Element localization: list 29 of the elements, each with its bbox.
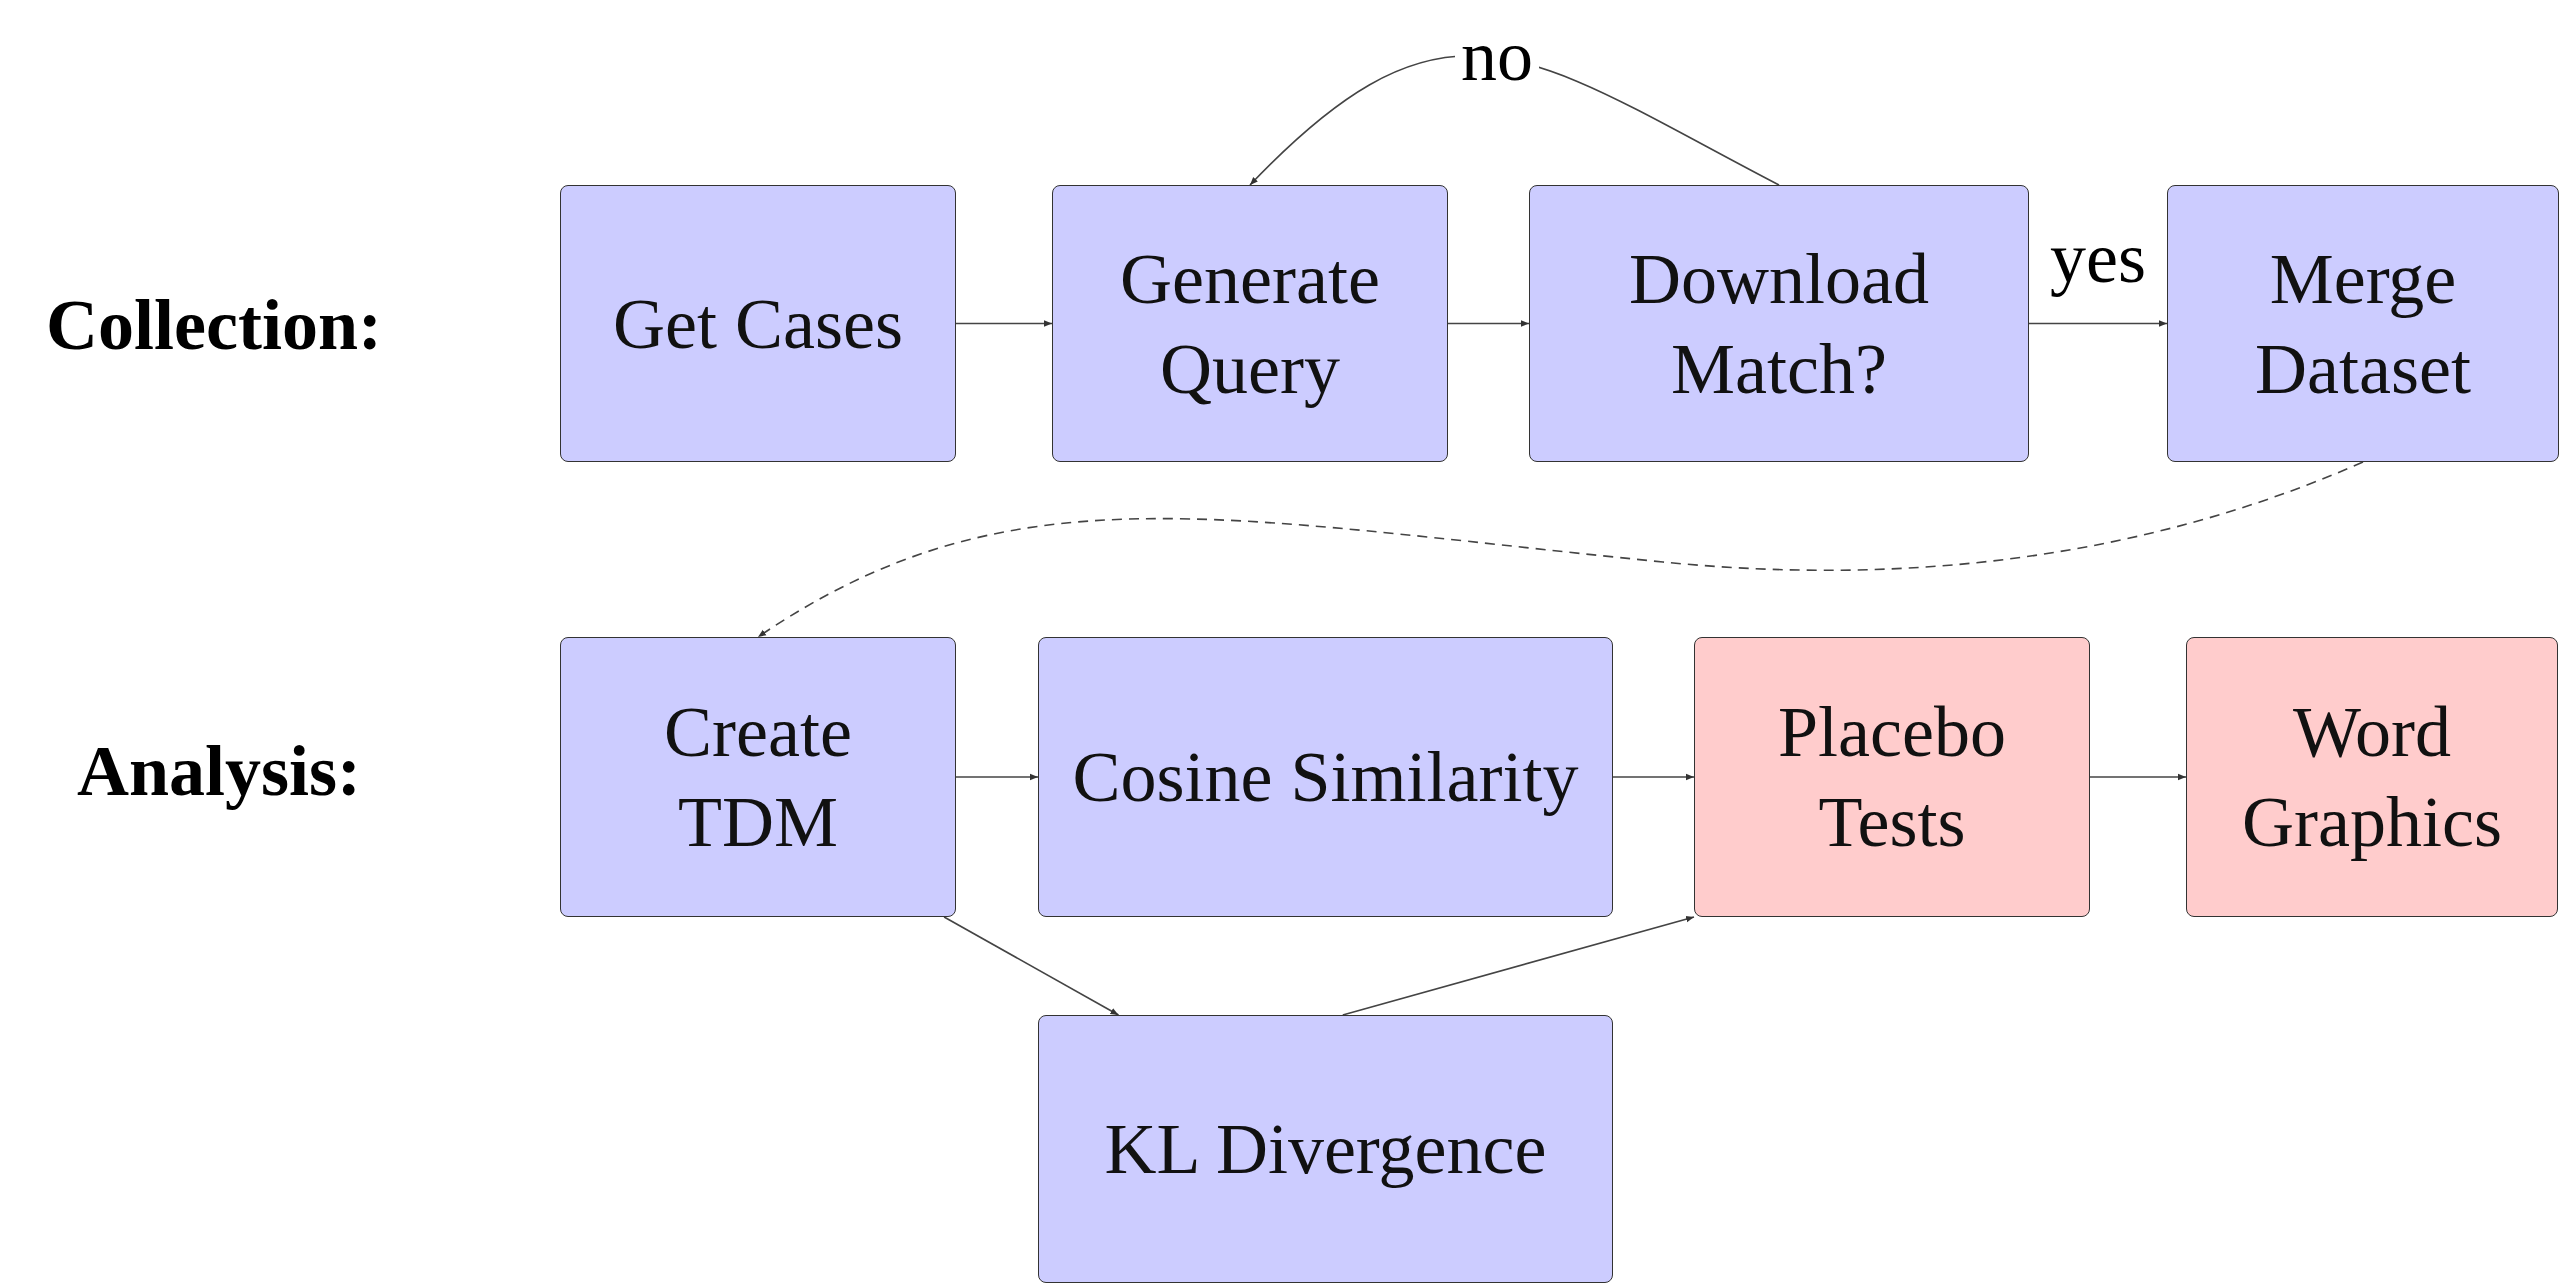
box-label: Cosine Similarity	[1072, 736, 1579, 819]
box-label: Create TDM	[663, 691, 853, 864]
process-box	[1052, 185, 1448, 462]
process-box	[560, 185, 956, 462]
box-label: KL Divergence	[1104, 1108, 1547, 1191]
box-label: Download Match?	[1628, 237, 1930, 411]
process-box	[1038, 1015, 1613, 1283]
row-heading: Collection:	[46, 283, 382, 367]
process-box	[560, 637, 956, 917]
box-label: Placebo Tests	[1777, 691, 2007, 864]
box-label: Word Graphics	[2241, 691, 2503, 864]
process-box	[1529, 185, 2029, 462]
box-label: Merge Dataset	[2254, 237, 2472, 411]
arrow	[1447, 320, 1530, 327]
row-heading: Analysis:	[77, 729, 362, 813]
process-box	[2167, 185, 2559, 462]
arrow	[943, 916, 1120, 1016]
arrow	[1341, 916, 1695, 1016]
arrow	[955, 773, 1039, 781]
box-label: Generate Query	[1119, 237, 1381, 411]
process-box	[1038, 637, 1613, 917]
arrow	[955, 320, 1053, 327]
arrow	[1612, 773, 1695, 781]
arrow	[2089, 773, 2187, 781]
arrow	[2028, 320, 2168, 327]
box-label: Get Cases	[613, 282, 903, 366]
arrow	[757, 461, 2364, 638]
process-box	[1694, 637, 2090, 917]
process-box	[2186, 637, 2558, 917]
